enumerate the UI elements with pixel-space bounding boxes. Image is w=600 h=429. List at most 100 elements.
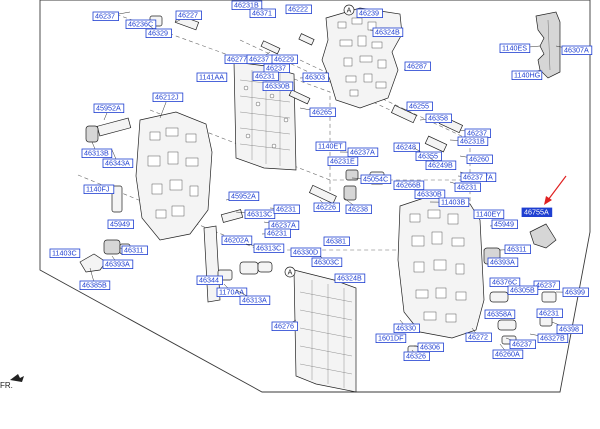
part-callout-46231b[interactable]: 46231B bbox=[231, 1, 263, 11]
part-number-label[interactable]: 46344 bbox=[199, 276, 219, 285]
part-label-box[interactable] bbox=[83, 184, 115, 195]
part-number-label[interactable]: 46385B bbox=[82, 281, 107, 290]
part-number-label[interactable]: 46222 bbox=[288, 5, 308, 14]
part-label-box[interactable] bbox=[315, 141, 347, 152]
part-label-box[interactable] bbox=[473, 209, 505, 220]
part-number-label[interactable]: 46306 bbox=[420, 343, 440, 352]
part-number-label[interactable]: 46358A bbox=[487, 310, 512, 319]
part-callout-46330[interactable]: 46330 bbox=[393, 319, 420, 334]
part-number-label[interactable]: 46237 bbox=[95, 12, 115, 21]
part-callout-46226[interactable]: 46226 bbox=[313, 199, 340, 213]
part-number-label[interactable]: 46399 bbox=[565, 288, 585, 297]
part-callout-46249b[interactable]: 46249B bbox=[425, 157, 457, 171]
part-callout-46398[interactable]: 46398 bbox=[551, 321, 583, 335]
part-callout-1140et[interactable]: 1140ET bbox=[315, 141, 347, 152]
part-number-label[interactable]: 46202A bbox=[224, 236, 249, 245]
part-label-box[interactable] bbox=[81, 148, 113, 159]
part-number-label[interactable]: 46231 bbox=[255, 72, 275, 81]
part-callout-46381[interactable]: 46381 bbox=[323, 236, 350, 247]
part-number-label[interactable]: 46237A bbox=[350, 148, 375, 157]
part-label-box[interactable] bbox=[406, 101, 433, 112]
part-number-label[interactable]: 46266B bbox=[396, 181, 421, 190]
part-number-label[interactable]: 46330 bbox=[396, 324, 416, 333]
part-callout-46305b[interactable]: 46305B bbox=[507, 285, 539, 296]
part-callout-46237[interactable]: 46237 bbox=[533, 280, 560, 291]
part-number-label[interactable]: 1140EY bbox=[476, 210, 501, 219]
part-callout-46236c[interactable]: 46236C bbox=[125, 19, 157, 30]
part-callout-46265[interactable]: 46265 bbox=[299, 108, 336, 118]
part-callout-46326[interactable]: 46326 bbox=[403, 349, 430, 362]
part-label-box[interactable] bbox=[484, 309, 516, 320]
part-number-label[interactable]: 45952A bbox=[231, 192, 256, 201]
part-label-box[interactable] bbox=[244, 209, 276, 220]
part-number-label[interactable]: 1140ET bbox=[318, 142, 343, 151]
part-callout-1170aa[interactable]: 1170AA bbox=[216, 283, 248, 298]
part-callout-46287[interactable]: 46287 bbox=[403, 62, 431, 72]
part-number-label[interactable]: 46303 bbox=[305, 73, 325, 82]
part-number-label[interactable]: 46231B bbox=[234, 1, 259, 10]
part-callout-45054c[interactable]: 45054C bbox=[351, 174, 392, 185]
part-label-box[interactable] bbox=[372, 27, 404, 38]
part-number-label[interactable]: 46398 bbox=[559, 325, 579, 334]
part-number-label[interactable]: 45949 bbox=[110, 220, 130, 229]
part-callout-1601df[interactable]: 1601DF bbox=[375, 333, 407, 344]
part-callout-46393a[interactable]: 46393A bbox=[487, 257, 519, 268]
part-number-label[interactable]: 46381 bbox=[326, 237, 346, 246]
part-label-box[interactable] bbox=[562, 287, 589, 298]
part-number-label[interactable]: 46313A bbox=[242, 296, 267, 305]
part-callout-46272[interactable]: 46272 bbox=[465, 327, 492, 343]
part-number-label[interactable]: 45952A bbox=[96, 104, 121, 113]
part-callout-46229[interactable]: 46229 bbox=[271, 54, 298, 65]
part-callout-46303[interactable]: 46303 bbox=[299, 73, 329, 83]
part-callout-11403c[interactable]: 11403C bbox=[49, 248, 81, 259]
part-label-box[interactable] bbox=[313, 202, 340, 213]
part-callout-46358a[interactable]: 46358A bbox=[484, 309, 516, 320]
part-label-box[interactable] bbox=[175, 10, 202, 21]
part-label-box[interactable] bbox=[327, 156, 359, 167]
part-number-label[interactable]: 46343A bbox=[105, 159, 130, 168]
part-callout-46313a[interactable]: 46313A bbox=[235, 289, 271, 306]
part-callout-46248[interactable]: 46248 bbox=[393, 142, 420, 153]
part-label-box[interactable] bbox=[393, 142, 420, 153]
part-callout-46231[interactable]: 46231 bbox=[261, 228, 291, 239]
part-label-box[interactable] bbox=[345, 204, 372, 215]
part-label-box[interactable] bbox=[491, 219, 518, 230]
part-number-label[interactable]: 46313C bbox=[247, 210, 272, 219]
part-callout-45952a[interactable]: 45952A bbox=[93, 104, 125, 121]
part-callout-46313c[interactable]: 46313C bbox=[245, 243, 285, 254]
part-callout-46239[interactable]: 46239 bbox=[356, 8, 383, 19]
part-number-label[interactable]: 46227 bbox=[178, 11, 198, 20]
part-label-box[interactable] bbox=[360, 174, 392, 185]
part-number-label[interactable]: 46255 bbox=[409, 102, 429, 111]
part-label-box[interactable] bbox=[271, 54, 298, 65]
part-callout-46330b[interactable]: 46330B bbox=[414, 189, 446, 200]
part-number-label[interactable]: 46329 bbox=[148, 29, 168, 38]
part-number-label[interactable]: 46231 bbox=[267, 229, 287, 238]
part-callout-46237[interactable]: 46237 bbox=[246, 51, 273, 65]
part-number-label[interactable]: 46237A bbox=[271, 221, 296, 230]
part-number-label[interactable]: 46330D bbox=[293, 248, 318, 257]
part-callout-46227[interactable]: 46227 bbox=[175, 10, 202, 23]
part-number-label[interactable]: 11403C bbox=[52, 249, 77, 258]
part-label-box[interactable] bbox=[347, 147, 379, 158]
part-callout-1140ey[interactable]: 1140EY bbox=[473, 209, 505, 220]
part-number-label[interactable]: 46237 bbox=[536, 281, 556, 290]
part-number-label[interactable]: 46231 bbox=[276, 205, 296, 214]
part-callout-46311[interactable]: 46311 bbox=[499, 244, 531, 255]
part-number-label[interactable]: 46237 bbox=[467, 129, 487, 138]
part-label-box[interactable] bbox=[487, 257, 519, 268]
part-label-box[interactable] bbox=[511, 70, 543, 81]
part-number-label[interactable]: 46324B bbox=[375, 28, 400, 37]
part-callout-46393a[interactable]: 46393A bbox=[102, 255, 134, 270]
part-number-label[interactable]: 46311 bbox=[507, 245, 526, 254]
part-number-label[interactable]: 46237 bbox=[249, 55, 269, 64]
part-number-label[interactable]: 46287 bbox=[407, 62, 427, 71]
part-number-label[interactable]: 1601DF bbox=[378, 334, 404, 343]
part-label-box[interactable] bbox=[285, 4, 312, 15]
part-callout-45952a[interactable]: 45952A bbox=[225, 191, 260, 202]
part-callout-46212j[interactable]: 46212J bbox=[152, 93, 184, 119]
part-number-label[interactable]: 1140ES bbox=[502, 44, 527, 53]
part-label-box[interactable] bbox=[403, 351, 430, 362]
part-label-box[interactable] bbox=[507, 285, 539, 296]
part-number-label[interactable]: 46303C bbox=[314, 258, 339, 267]
